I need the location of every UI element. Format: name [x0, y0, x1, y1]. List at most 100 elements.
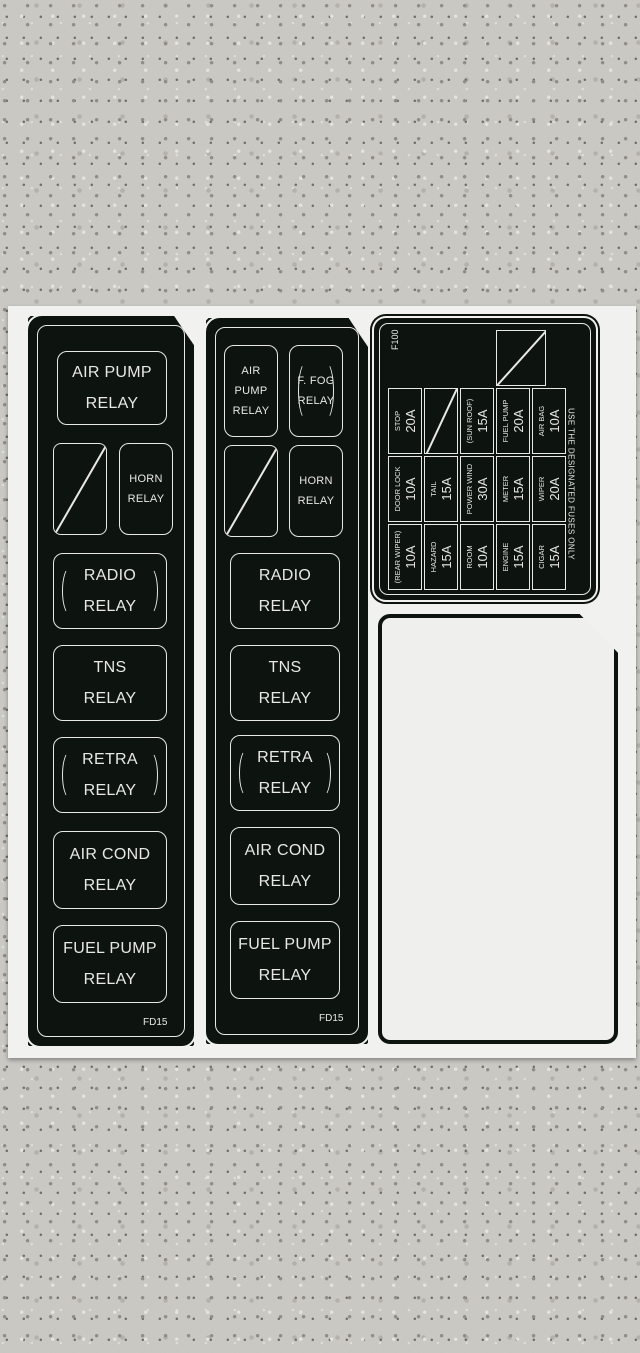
fuse-sun-roof: (SUN ROOF)15A — [460, 388, 494, 454]
tns-relay-label: TNS RELAY — [53, 645, 167, 721]
fog-relay-label: F. FOG RELAY — [289, 345, 343, 437]
blank-relay-slot — [224, 445, 278, 537]
blank-label-panel — [378, 614, 618, 1044]
fuse-notice: USE THE DESIGNATED FUSES ONLY — [564, 380, 578, 588]
slash-mark — [225, 446, 277, 536]
relay-word: RELAY — [83, 598, 137, 615]
part-code: FD15 — [143, 1017, 168, 1028]
relay-name: F. FOG — [297, 375, 335, 387]
blank-fuse-slot — [496, 330, 546, 386]
fuse-name: (SUN ROOF) — [464, 398, 474, 444]
blank-fuse-slot — [424, 388, 458, 454]
fuse-name: FUEL PUMP — [500, 399, 510, 443]
fuse-rear-wiper: (REAR WIPER)10A — [388, 524, 422, 590]
relay-name: RETRA — [257, 749, 313, 766]
fuse-amperage: 15A — [510, 545, 526, 569]
relay-word: RELAY — [83, 690, 137, 707]
relay-word: RELAY — [258, 967, 312, 984]
fuse-name: HAZARD — [428, 541, 438, 573]
relay-name: AIR COND — [69, 846, 151, 863]
relay-word: RELAY — [258, 598, 312, 615]
fuse-name: CIGAR — [536, 545, 546, 569]
fuse-amperage: 10A — [402, 545, 418, 569]
retra-relay-label: RETRA RELAY — [53, 737, 167, 813]
horn-relay-label: HORN RELAY — [119, 443, 173, 535]
fuse-amperage: 15A — [546, 545, 562, 569]
fuse-amperage: 20A — [402, 409, 418, 433]
relay-name: HORN — [299, 475, 333, 487]
relay-word: RELAY — [85, 395, 139, 412]
fuse-amperage: 10A — [474, 545, 490, 569]
fuse-notice-text: USE THE DESIGNATED FUSES ONLY — [566, 407, 576, 561]
fuse-name: POWER WIND — [464, 463, 474, 515]
relay-name: TNS — [268, 659, 302, 676]
blank-relay-slot — [53, 443, 107, 535]
relay-name: TNS — [93, 659, 127, 676]
fuse-amperage: 20A — [510, 409, 526, 433]
relay-name: PUMP — [234, 385, 268, 397]
relay-name: RADIO — [258, 567, 312, 584]
relay-word: RELAY — [258, 780, 312, 797]
radio-relay-label: RADIO RELAY — [53, 553, 167, 629]
fuse-name: AIR BAG — [536, 405, 546, 437]
fuse-name: STOP — [392, 410, 402, 432]
relay-name: FUEL PUMP — [238, 936, 332, 953]
air-cond-relay-label: AIR COND RELAY — [230, 827, 340, 905]
relay-name: RADIO — [83, 567, 137, 584]
relay-word: RELAY — [297, 395, 335, 407]
fuse-amperage: 15A — [438, 477, 454, 501]
slash-mark — [497, 331, 545, 385]
fuse-amperage: 20A — [546, 477, 562, 501]
relay-label-strip-left: AIR PUMP RELAY HORN RELAY RADIO RELAY TN… — [28, 316, 194, 1046]
slash-mark — [54, 444, 106, 534]
relay-word: RELAY — [83, 782, 137, 799]
slash-mark — [425, 389, 457, 453]
fuse-name: TAIL — [428, 481, 438, 497]
relay-word: RELAY — [83, 971, 137, 988]
fuse-name: ENGINE — [500, 542, 510, 572]
relay-word: RELAY — [232, 405, 270, 417]
relay-name: FUEL PUMP — [63, 940, 157, 957]
radio-relay-label: RADIO RELAY — [230, 553, 340, 629]
air-cond-relay-label: AIR COND RELAY — [53, 831, 167, 909]
fuse-amperage: 10A — [546, 409, 562, 433]
fuse-amperage: 10A — [402, 477, 418, 501]
relay-name: AIR — [241, 365, 261, 377]
part-code: FD15 — [319, 1013, 344, 1024]
fuse-name: METER — [500, 475, 510, 503]
relay-word: RELAY — [127, 493, 165, 505]
relay-name: HORN — [129, 473, 163, 485]
fuse-name: (REAR WIPER) — [392, 530, 402, 584]
fuse-amperage: 15A — [438, 545, 454, 569]
relay-word: RELAY — [297, 495, 335, 507]
fuse-amperage: 15A — [510, 477, 526, 501]
relay-name: AIR COND — [244, 842, 326, 859]
fuse-name: ROOM — [464, 545, 474, 569]
fuse-amperage: 15A — [474, 409, 490, 433]
horn-relay-label: HORN RELAY — [289, 445, 343, 537]
relay-word: RELAY — [258, 690, 312, 707]
relay-name: AIR PUMP — [72, 364, 152, 381]
fuel-pump-relay-label: FUEL PUMP RELAY — [53, 925, 167, 1003]
fuse-name: WIPER — [536, 476, 546, 502]
retra-relay-label: RETRA RELAY — [230, 735, 340, 811]
relay-word: RELAY — [83, 877, 137, 894]
air-pump-relay-label: AIR PUMP RELAY — [57, 351, 167, 425]
tns-relay-label: TNS RELAY — [230, 645, 340, 721]
relay-name: RETRA — [82, 751, 138, 768]
fuse-name: DOOR LOCK — [392, 466, 402, 512]
air-pump-relay-label: AIR PUMP RELAY — [224, 345, 278, 437]
